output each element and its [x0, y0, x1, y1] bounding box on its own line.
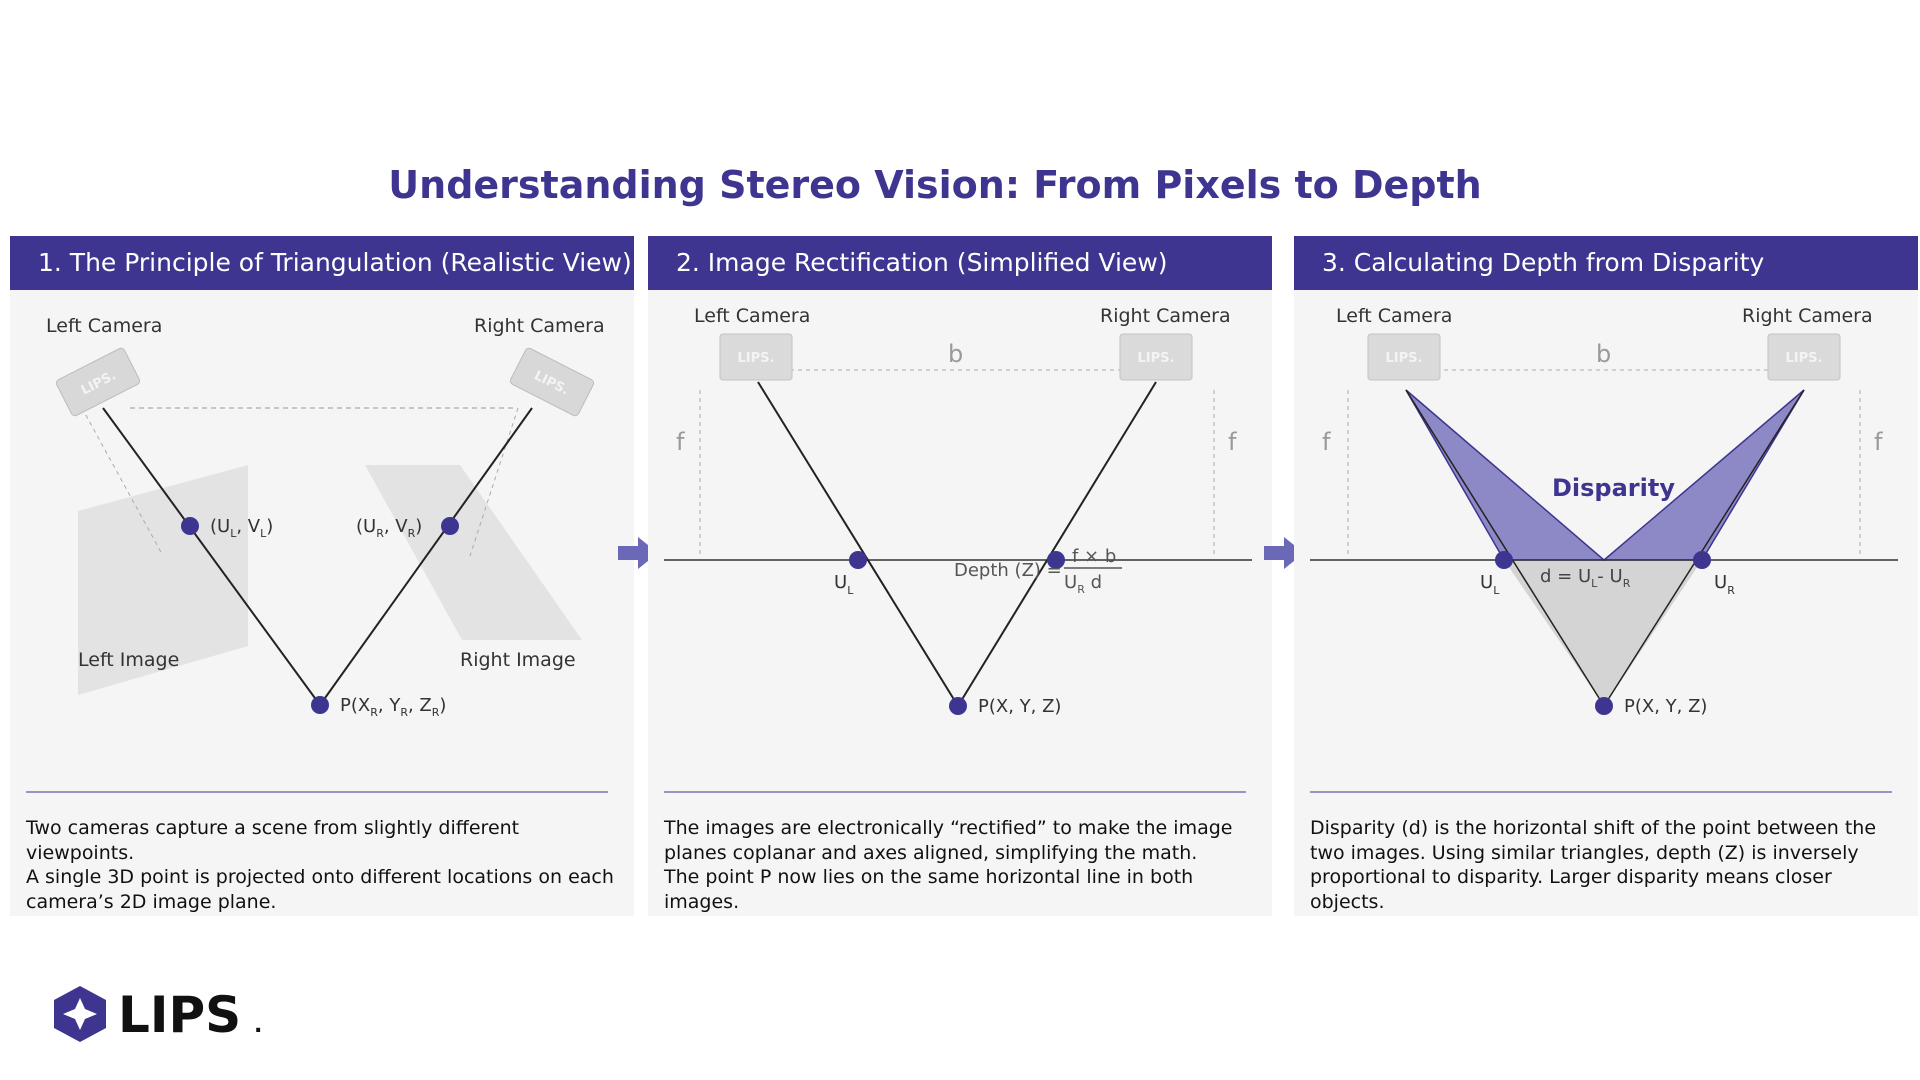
triangulation-diagram: LIPS. LIPS. Left Camera Right Camera Lef… — [26, 315, 608, 793]
panel-header: 1. The Principle of Triangulation (Reali… — [10, 236, 634, 290]
baseline-label: b — [1596, 340, 1611, 368]
panel-rectification: 2. Image Rectification (Simplified View)… — [648, 236, 1272, 916]
ur-point — [1693, 551, 1711, 569]
disparity-label: Disparity — [1552, 474, 1675, 502]
right-image-label: Right Image — [460, 649, 576, 671]
right-guide — [469, 407, 519, 557]
right-point-label: (UR, VR) — [356, 516, 422, 540]
world-point — [1595, 697, 1613, 715]
panel-triangulation: 1. The Principle of Triangulation (Reali… — [10, 236, 634, 916]
left-ray — [757, 381, 959, 707]
left-ray — [102, 407, 321, 706]
panel-description: The images are electronically “rectified… — [664, 817, 1233, 913]
focal-left-label: f — [676, 428, 685, 456]
right-projection-point — [441, 517, 459, 535]
left-guide — [81, 407, 163, 555]
world-point-label: P(X, Y, Z) — [1624, 696, 1707, 717]
left-camera-label: Left Camera — [1336, 305, 1452, 327]
lips-logo: LIPS . — [50, 984, 280, 1048]
depth-denominator: UR d — [1064, 572, 1102, 596]
disparity-diagram: LIPS. LIPS. Left Camera Right Camera b f… — [1310, 305, 1898, 793]
camera-brand: LIPS. — [738, 351, 775, 366]
rectification-diagram: LIPS. LIPS. Left Camera Right Camera b f… — [664, 305, 1252, 793]
panel-description: Disparity (d) is the horizontal shift of… — [1310, 817, 1877, 913]
focal-right-label: f — [1874, 428, 1883, 456]
depth-numerator: f × b — [1072, 546, 1116, 567]
left-projection-point — [849, 551, 867, 569]
panel-header: 3. Calculating Depth from Disparity — [1294, 236, 1918, 290]
focal-right-label: f — [1228, 428, 1237, 456]
logo-mark-icon — [54, 986, 106, 1042]
right-camera-label: Right Camera — [1742, 305, 1873, 327]
ul-label: UL — [834, 572, 854, 597]
panel-disparity: 3. Calculating Depth from Disparity LIPS… — [1294, 236, 1918, 916]
world-point — [949, 697, 967, 715]
right-image-plane — [365, 465, 582, 640]
left-ray — [1405, 389, 1605, 707]
right-ray — [957, 381, 1157, 707]
right-camera-icon: LIPS. — [509, 347, 595, 417]
right-camera-label: Right Camera — [1100, 305, 1231, 327]
baseline-label: b — [948, 340, 963, 368]
camera-brand: LIPS. — [1386, 351, 1423, 366]
right-projection-point — [1047, 551, 1065, 569]
left-point-label: (UL, VL) — [210, 516, 273, 540]
ul-label: UL — [1480, 572, 1500, 597]
ul-point — [1495, 551, 1513, 569]
logo-text: LIPS — [118, 986, 241, 1044]
world-point-label: P(X, Y, Z) — [978, 696, 1061, 717]
left-camera-icon: LIPS. — [1367, 333, 1441, 381]
depth-label: Depth (Z) = — [954, 560, 1062, 581]
camera-brand: LIPS. — [1138, 351, 1175, 366]
right-camera-label: Right Camera — [474, 315, 605, 337]
left-camera-icon: LIPS. — [55, 347, 141, 417]
left-camera-label: Left Camera — [46, 315, 162, 337]
left-camera-icon: LIPS. — [719, 333, 793, 381]
left-image-label: Left Image — [78, 649, 179, 671]
panel-description: Two cameras capture a scene from slightl… — [26, 817, 614, 913]
right-ray — [1603, 389, 1805, 707]
disparity-formula: d = UL- UR — [1540, 566, 1631, 590]
ur-label: UR — [1714, 572, 1735, 597]
left-projection-point — [181, 517, 199, 535]
left-image-plane — [78, 465, 248, 695]
right-ray — [319, 407, 533, 706]
right-camera-icon: LIPS. — [1119, 333, 1193, 381]
panel-header: 2. Image Rectification (Simplified View) — [648, 236, 1272, 290]
page-title: Understanding Stereo Vision: From Pixels… — [388, 163, 1482, 207]
right-camera-icon: LIPS. — [1767, 333, 1841, 381]
camera-brand: LIPS. — [1786, 351, 1823, 366]
focal-left-label: f — [1322, 428, 1331, 456]
left-camera-label: Left Camera — [694, 305, 810, 327]
depth-triangle — [1504, 560, 1702, 706]
world-point-label: P(XR, YR, ZR) — [340, 695, 446, 719]
world-point — [311, 696, 329, 714]
logo-mark-registered: . — [254, 1013, 262, 1038]
